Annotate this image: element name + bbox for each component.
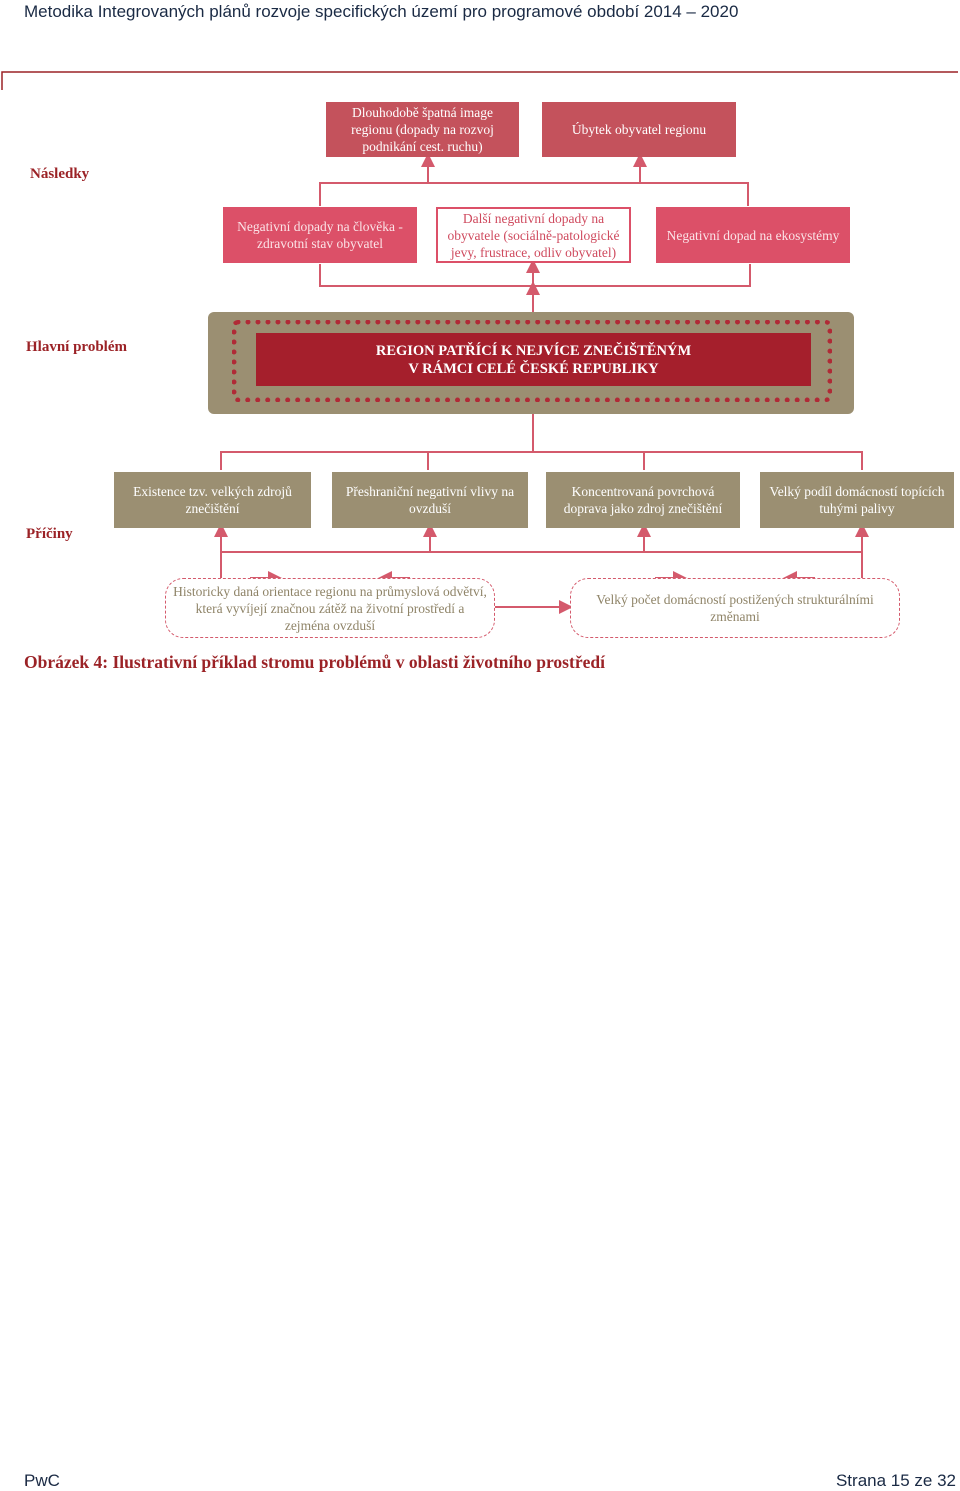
root-cause-industry: Historicky daná orientace regionu na prů…	[165, 578, 495, 638]
cause-cross-border: Přeshraniční negativní vlivy na ovzduší	[332, 472, 528, 528]
consequence-health: Negativní dopady na člověka - zdravotní …	[223, 207, 417, 263]
label-hlavni-problem: Hlavní problém	[26, 339, 127, 355]
footer-left: PwC	[24, 1471, 60, 1490]
figure-caption: Obrázek 4: Ilustrativní příklad stromu p…	[24, 652, 605, 672]
main-problem-box: REGION PATŘÍCÍ K NEJVÍCE ZNEČIŠTĚNÝM V R…	[256, 333, 811, 386]
cause-households: Velký podíl domácností topících tuhými p…	[760, 472, 954, 528]
cause-transport: Koncentrovaná povrchová doprava jako zdr…	[546, 472, 740, 528]
consequence-ecosystems: Negativní dopad na ekosystémy	[656, 207, 850, 263]
main-problem-line2: V RÁMCI CELÉ ČESKÉ REPUBLIKY	[408, 360, 659, 377]
main-problem-dotted-border	[232, 320, 832, 402]
consequence-social: Další negativní dopady na obyvatele (soc…	[436, 207, 631, 263]
cause-large-sources: Existence tzv. velkých zdrojů znečištění	[114, 472, 311, 528]
footer-page-number: Strana 15 ze 32	[835, 1471, 956, 1490]
consequence-population-loss: Úbytek obyvatel regionu	[542, 102, 736, 157]
main-problem-line1: REGION PATŘÍCÍ K NEJVÍCE ZNEČIŠTĚNÝM	[375, 342, 692, 359]
label-nasledky: Následky	[30, 166, 90, 182]
page-header-title: Metodika Integrovaných plánů rozvoje spe…	[24, 2, 739, 21]
label-priciny: Příčiny	[26, 526, 73, 542]
root-cause-structural: Velký počet domácností postižených struk…	[570, 578, 900, 638]
consequence-bad-image: Dlouhodobě špatná image regionu (dopady …	[326, 102, 519, 157]
